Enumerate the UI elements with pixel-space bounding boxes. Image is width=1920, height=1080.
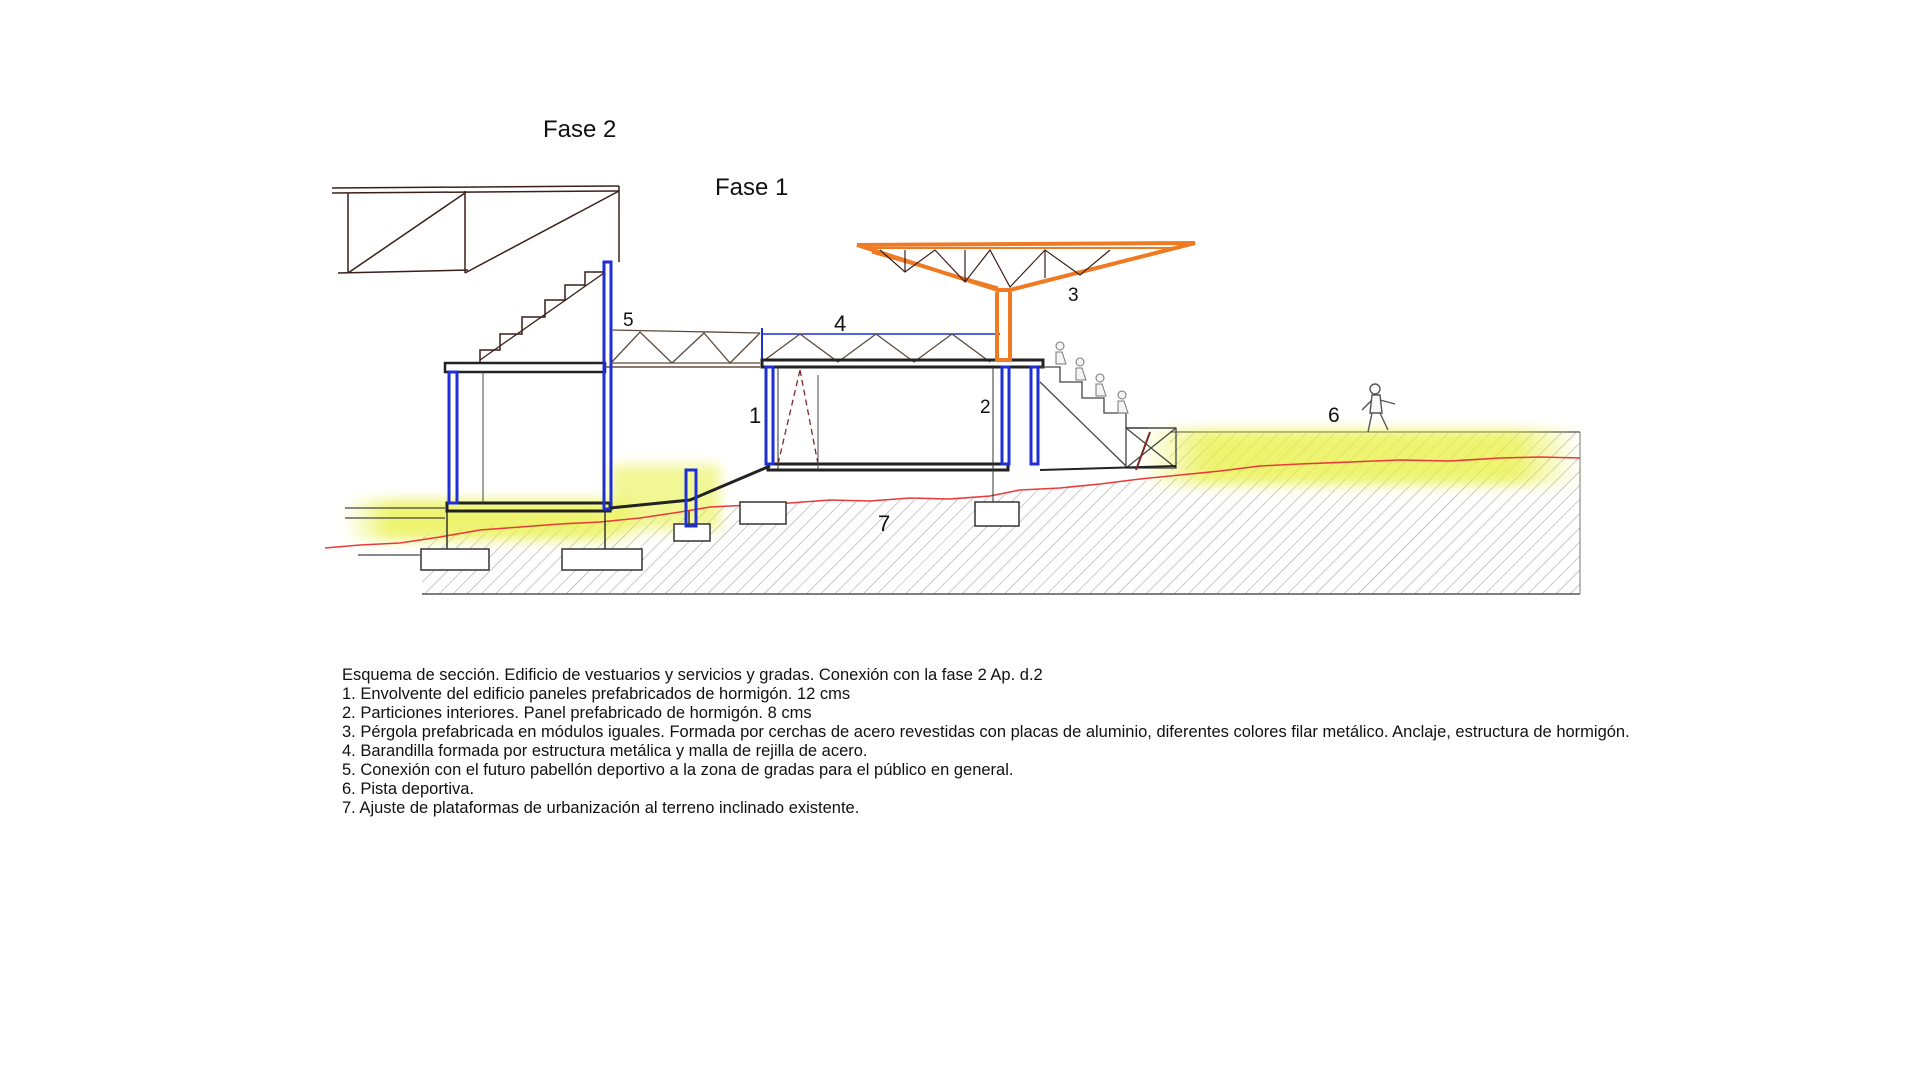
phase2-building [443,260,760,513]
footing-2 [561,548,643,571]
phase1-floor-slab [766,462,1010,472]
callout-4: 4 [834,311,846,336]
spectator-3 [1095,373,1107,397]
legend-item-2: 2. Particiones interiores. Panel prefabr… [342,704,812,722]
door-swing-b [799,369,819,465]
player-figure [1361,383,1396,433]
legend-item-7: 7. Ajuste de plataformas de urbanización… [342,799,860,817]
footing-1 [420,548,490,571]
legend-title: Esquema de sección. Edificio de vestuari… [342,666,1043,684]
callout-7: 7 [878,511,890,536]
highlight-glows [345,430,1580,540]
callout-5: 5 [623,310,634,331]
phase1-building [760,358,1045,502]
callout-2: 2 [980,397,991,418]
door-swing-a [777,369,801,465]
phase2-upper-slab [443,361,607,374]
phase1-roof-slab [760,358,1045,369]
bleacher-base-frame [1125,427,1177,469]
legend-item-3: 3. Pérgola prefabricada en módulos igual… [342,723,1630,741]
legend-item-5: 5. Conexión con el futuro pabellón depor… [342,761,1014,779]
spectator-2 [1075,357,1087,381]
phase2-roof-truss [331,185,620,274]
glow-left [345,500,645,540]
seated-spectators [1055,341,1129,414]
pergola-stem [995,292,1012,362]
phase2-column-left [447,370,459,505]
railing [761,328,1000,363]
phase2-stairs [479,271,604,362]
phase1-column-2 [1000,365,1011,466]
legend-item-1: 1. Envolvente del edificio paneles prefa… [342,685,851,703]
legend-item-4: 4. Barandilla formada por estructura met… [342,742,868,760]
footing-5 [974,501,1020,527]
footing-3 [673,523,711,542]
bleacher-steps [1040,366,1148,429]
callout-1: 1 [749,403,761,428]
spectator-1 [1055,341,1067,365]
phase2-label: Fase 2 [543,116,616,143]
pergola-canopy [856,241,1196,292]
connection-truss [610,329,761,364]
footing-4 [739,501,787,525]
existing-terrain-line [324,456,1581,549]
pergola-truss-web [879,248,1111,289]
phase1-label: Fase 1 [715,174,788,201]
callout-6: 6 [1328,404,1340,427]
phase1-column-1 [764,365,775,466]
link-column [684,468,698,528]
spectator-4 [1117,390,1129,414]
lower-link [609,464,771,528]
glow-middle [610,465,720,530]
footings [420,501,1020,571]
phase2-column-right [602,260,613,511]
legend-item-6: 6. Pista deportiva. [342,780,475,798]
bleachers [1039,366,1177,471]
pergola [856,241,1196,362]
legend: Esquema de sección. Edificio de vestuari… [342,666,1742,818]
phase1-column-3 [1029,365,1040,466]
callout-3: 3 [1068,285,1079,306]
